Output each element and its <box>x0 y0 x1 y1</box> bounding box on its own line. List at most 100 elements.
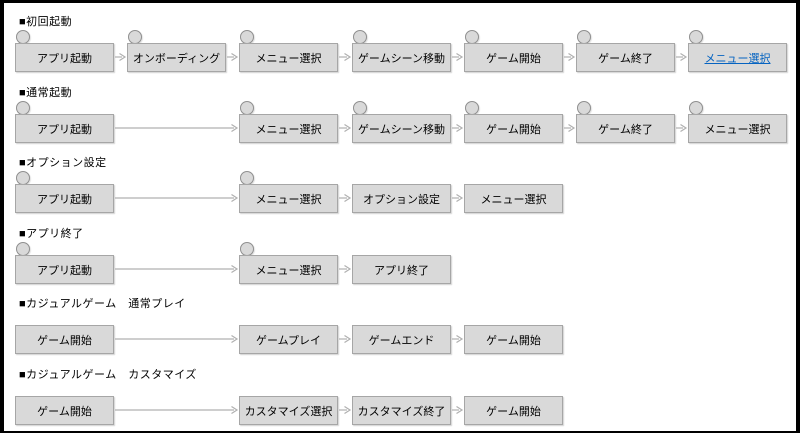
flow-arrow <box>339 193 352 203</box>
flow-arrow <box>115 264 239 274</box>
section-title: ■初回起動 <box>19 16 73 28</box>
state-start-circle <box>16 242 30 256</box>
section-title: ■オプション設定 <box>19 157 107 169</box>
state-start-circle <box>465 30 479 44</box>
flow-node[interactable]: アプリ終了 <box>352 255 451 284</box>
state-start-circle <box>128 30 142 44</box>
flow-node[interactable]: ゲームプレイ <box>239 325 338 354</box>
state-start-circle <box>16 101 30 115</box>
flow-node-label: ゲーム開始 <box>37 334 92 347</box>
section-title: ■カジュアルゲーム 通常プレイ <box>19 298 186 310</box>
state-start-circle <box>240 101 254 115</box>
flow-node-label: ゲーム開始 <box>37 405 92 418</box>
flow-node[interactable]: ゲーム開始 <box>15 396 114 425</box>
flow-node[interactable]: ゲーム終了 <box>576 114 675 143</box>
flow-node[interactable]: アプリ起動 <box>15 255 114 284</box>
flow-arrow <box>452 123 464 133</box>
state-start-circle <box>16 171 30 185</box>
flow-arrow <box>452 193 464 203</box>
flow-node-label: アプリ起動 <box>37 193 92 206</box>
flow-node-label: メニュー選択 <box>704 123 771 136</box>
flow-node[interactable]: メニュー選択 <box>688 114 787 143</box>
state-start-circle <box>16 30 30 44</box>
flow-node[interactable]: カスタマイズ終了 <box>352 396 451 425</box>
flow-arrow <box>452 334 464 344</box>
flow-node-label: カスタマイズ終了 <box>357 405 446 418</box>
flow-node-label: ゲーム開始 <box>486 52 541 65</box>
flow-node[interactable]: ゲームシーン移動 <box>352 43 451 72</box>
flow-node-label: ゲームエンド <box>368 334 435 347</box>
flow-arrow <box>339 123 352 133</box>
flow-node-label: メニュー選択 <box>255 193 322 206</box>
flow-node[interactable]: アプリ起動 <box>15 114 114 143</box>
flow-node[interactable]: ゲームエンド <box>352 325 451 354</box>
window-border-top <box>0 0 800 3</box>
flow-node[interactable]: ゲーム開始 <box>15 325 114 354</box>
flow-arrow <box>452 52 464 62</box>
window-border-left <box>0 0 4 433</box>
flow-arrow <box>564 123 576 133</box>
state-start-circle <box>353 101 367 115</box>
flow-node[interactable]: メニュー選択 <box>239 255 338 284</box>
flow-arrow <box>452 405 464 415</box>
flow-node[interactable]: ゲームシーン移動 <box>352 114 451 143</box>
flow-node[interactable]: オンボーディング <box>127 43 226 72</box>
flow-node[interactable]: アプリ起動 <box>15 184 114 213</box>
flow-arrow <box>676 123 688 133</box>
flow-node[interactable]: メニュー選択 <box>239 184 338 213</box>
state-start-circle <box>240 171 254 185</box>
flow-node-label: メニュー選択 <box>255 123 322 136</box>
flow-node-link[interactable]: メニュー選択 <box>688 43 787 72</box>
section-title: ■通常起動 <box>19 87 73 99</box>
flow-node-label: ゲーム終了 <box>598 123 653 136</box>
flow-node-label: メニュー選択 <box>255 264 322 277</box>
flow-node-label: ゲーム開始 <box>486 123 541 136</box>
flow-node-label: オンボーディング <box>132 52 221 65</box>
flow-node-label: アプリ終了 <box>374 264 429 277</box>
flow-arrow <box>339 264 352 274</box>
flow-node[interactable]: メニュー選択 <box>464 184 563 213</box>
flow-node-label: ゲームシーン移動 <box>357 123 446 136</box>
flow-node-label: カスタマイズ選択 <box>244 405 333 418</box>
flow-arrow <box>115 193 239 203</box>
state-start-circle <box>240 30 254 44</box>
flow-node[interactable]: ゲーム開始 <box>464 325 563 354</box>
flow-node-label: アプリ起動 <box>37 52 92 65</box>
flow-node[interactable]: メニュー選択 <box>239 43 338 72</box>
state-start-circle <box>240 242 254 256</box>
state-start-circle <box>689 30 703 44</box>
window-border-bottom <box>0 431 800 433</box>
flow-arrow <box>115 52 127 62</box>
flow-arrow <box>115 405 239 415</box>
flow-arrow <box>339 52 352 62</box>
flow-node[interactable]: ゲーム開始 <box>464 43 563 72</box>
flow-node[interactable]: ゲーム開始 <box>464 396 563 425</box>
flow-node-label: メニュー選択 <box>480 193 547 206</box>
flow-node-label: ゲーム開始 <box>486 405 541 418</box>
flow-node-label: ゲームプレイ <box>255 334 321 347</box>
flow-node[interactable]: メニュー選択 <box>239 114 338 143</box>
flow-node-label: メニュー選択 <box>255 52 322 65</box>
flow-node[interactable]: オプション設定 <box>352 184 451 213</box>
flow-arrow <box>115 123 239 133</box>
section-title: ■アプリ終了 <box>19 228 84 240</box>
flow-node[interactable]: カスタマイズ選択 <box>239 396 338 425</box>
window-border-right <box>796 0 800 433</box>
state-start-circle <box>353 30 367 44</box>
flow-node[interactable]: ゲーム終了 <box>576 43 675 72</box>
flow-arrow <box>227 52 239 62</box>
state-start-circle <box>465 101 479 115</box>
flow-arrow <box>676 52 688 62</box>
state-start-circle <box>577 101 591 115</box>
flow-node-label: ゲームシーン移動 <box>357 52 446 65</box>
flow-arrow <box>339 405 352 415</box>
state-start-circle <box>577 30 591 44</box>
flow-node-label: オプション設定 <box>363 193 440 206</box>
flow-node[interactable]: ゲーム開始 <box>464 114 563 143</box>
state-start-circle <box>689 101 703 115</box>
section-title: ■カジュアルゲーム カスタマイズ <box>19 369 197 381</box>
flow-node-label: アプリ起動 <box>37 123 92 136</box>
flow-node[interactable]: アプリ起動 <box>15 43 114 72</box>
flow-arrow <box>564 52 576 62</box>
